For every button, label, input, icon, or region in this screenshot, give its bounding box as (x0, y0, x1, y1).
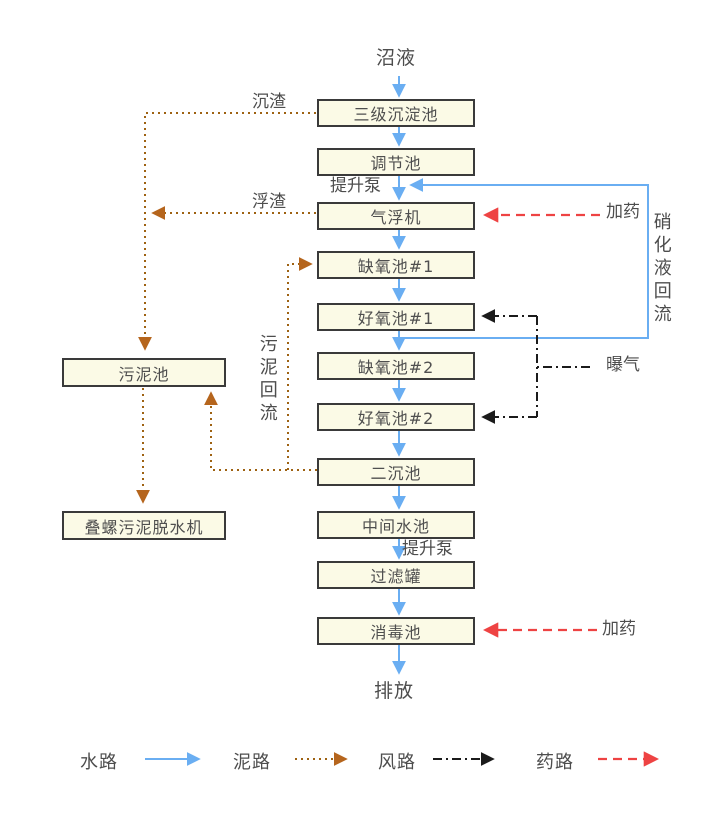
chemical-lines (482, 207, 600, 638)
box-label: 缺氧池#2 (357, 358, 435, 377)
box-tertiary-sedimentation-tank: 三级沉淀池 (317, 99, 475, 127)
box-intermediate-water-tank: 中间水池 (317, 511, 475, 539)
legend-chemical-label: 药路 (536, 752, 574, 773)
lift-pump-label-1: 提升泵 (330, 176, 381, 196)
box-label: 缺氧池#1 (357, 257, 435, 276)
box-regulating-tank: 调节池 (317, 148, 475, 176)
box-label: 过滤罐 (370, 567, 422, 586)
dosing-label-1: 加药 (606, 202, 640, 222)
sludge-line-return-to-anoxic1 (287, 257, 313, 470)
legend-air-label: 风路 (378, 752, 416, 773)
floating-scum-label: 浮渣 (252, 192, 286, 212)
nitrified-liquid-return-label: 硝化液回流 (650, 212, 672, 327)
water-lines (392, 76, 649, 675)
sludge-return-label: 污泥回流 (256, 334, 278, 426)
box-secondary-sedimentation-tank: 二沉池 (317, 458, 475, 486)
box-label: 二沉池 (370, 464, 422, 483)
box-anoxic-tank-2: 缺氧池#2 (317, 352, 475, 380)
box-label: 叠螺污泥脱水机 (84, 517, 204, 537)
sludge-lines (136, 112, 317, 504)
box-label: 气浮机 (370, 208, 422, 227)
sediment-scum-label: 沉渣 (252, 92, 286, 112)
box-label: 调节池 (370, 154, 422, 173)
box-anoxic-tank-1: 缺氧池#1 (317, 251, 475, 279)
box-air-flotation-machine: 气浮机 (317, 202, 475, 230)
legend-sludge-label: 泥路 (233, 752, 271, 773)
water-line-nitrified-return (399, 178, 649, 339)
box-label: 好氧池#2 (357, 409, 435, 428)
box-label: 消毒池 (370, 623, 422, 642)
air-lines (481, 309, 590, 424)
outfall-label: 排放 (374, 680, 415, 702)
aeration-label: 曝气 (606, 355, 640, 375)
box-label: 三级沉淀池 (353, 105, 439, 124)
sludge-line-secondary-to-tank (204, 391, 317, 471)
box-label: 中间水池 (361, 517, 430, 536)
box-sludge-tank: 污泥池 (62, 358, 226, 387)
sludge-line-sediment-scum (138, 112, 316, 351)
box-disinfection-tank: 消毒池 (317, 617, 475, 645)
box-screw-sludge-dewatering-machine: 叠螺污泥脱水机 (62, 511, 226, 540)
dosing-label-2: 加药 (602, 619, 636, 639)
box-label: 好氧池#1 (357, 309, 435, 328)
lift-pump-label-2: 提升泵 (402, 539, 453, 559)
box-aerobic-tank-1: 好氧池#1 (317, 303, 475, 331)
box-aerobic-tank-2: 好氧池#2 (317, 403, 475, 431)
box-filter-tank: 过滤罐 (317, 561, 475, 589)
box-label: 污泥池 (118, 364, 170, 384)
legend-water-label: 水路 (80, 752, 118, 773)
source-label: 沼液 (376, 47, 417, 69)
